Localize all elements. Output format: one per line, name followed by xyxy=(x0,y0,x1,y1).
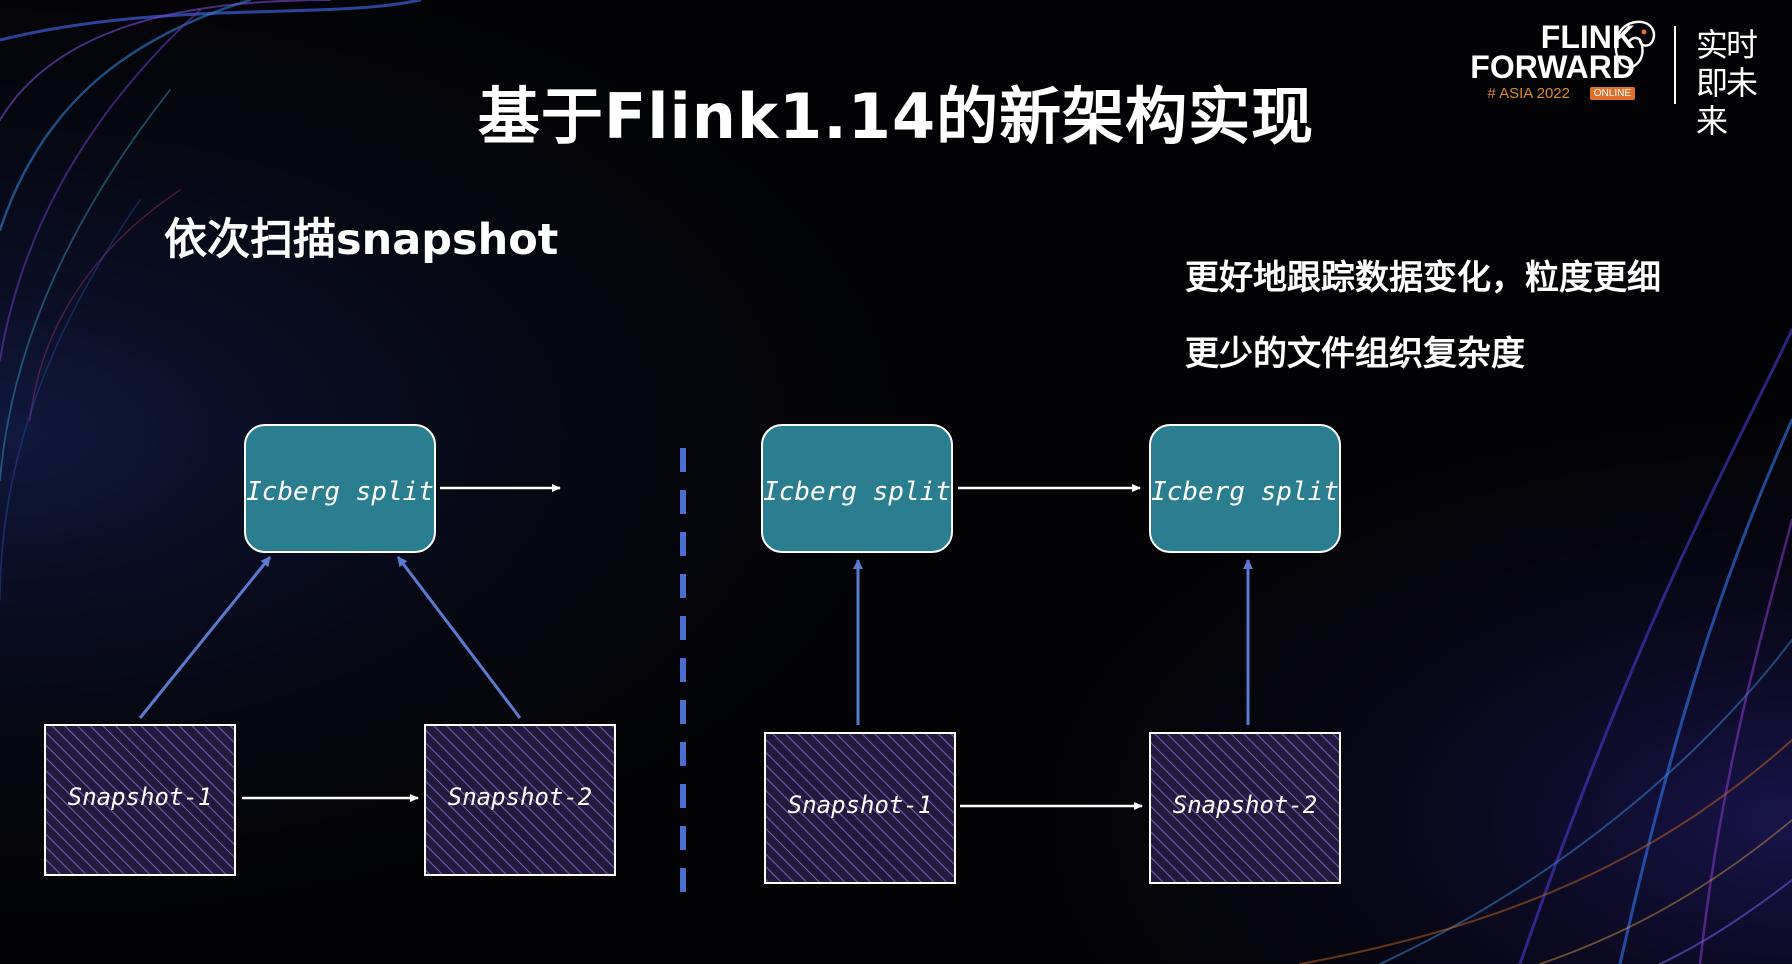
split-label: Icberg split xyxy=(246,477,434,507)
note-less-complexity: 更少的文件组织复杂度 xyxy=(1185,334,1525,374)
arrow-snapshot2-to-split-left xyxy=(396,556,522,719)
logo-flink-text: FLINK xyxy=(1540,19,1635,55)
logo-tagline: 实时即未来 xyxy=(1696,26,1758,140)
note-finer-tracking: 更好地跟踪数据变化，粒度更细 xyxy=(1185,258,1661,298)
snapshot-label: Snapshot-1 xyxy=(68,783,213,811)
snapshot-node-right-2: Snapshot-2 xyxy=(1149,732,1341,884)
right-group: Icberg split Icberg split Snapshot-1 Sna… xyxy=(761,424,1341,884)
split-node-left: Icberg split xyxy=(244,424,436,553)
squirrel-icon xyxy=(1614,20,1656,69)
slide-subtitle: 依次扫描snapshot xyxy=(164,215,559,265)
logo-forward-text: FORWARD xyxy=(1470,49,1635,85)
logo-divider xyxy=(1674,26,1676,104)
split-node-right-2: Icberg split xyxy=(1149,424,1341,553)
split-label: Icberg split xyxy=(763,477,951,507)
split-node-right-1: Icberg split xyxy=(761,424,953,553)
flink-forward-logo: FLINK FORWARD # ASIA 2022 ONLINE 实时即未来 xyxy=(1460,19,1780,140)
snapshot-label: Snapshot-1 xyxy=(788,791,933,819)
split-label: Icberg split xyxy=(1151,477,1339,507)
snapshot-label: Snapshot-2 xyxy=(448,783,593,811)
logo-online-badge: ONLINE xyxy=(1589,87,1635,100)
arrow-snapshot1-to-split-left xyxy=(138,556,272,719)
snapshot-node-left-2: Snapshot-2 xyxy=(424,724,616,876)
logo-asia-text: # ASIA 2022 xyxy=(1487,85,1570,102)
slide-title: 基于Flink1.14的新架构实现 xyxy=(477,80,1315,153)
snapshot-node-left-1: Snapshot-1 xyxy=(44,724,236,876)
left-group: Icberg split Snapshot-1 Snapshot-2 xyxy=(44,424,616,876)
snapshot-node-right-1: Snapshot-1 xyxy=(764,732,956,884)
snapshot-label: Snapshot-2 xyxy=(1173,791,1318,819)
